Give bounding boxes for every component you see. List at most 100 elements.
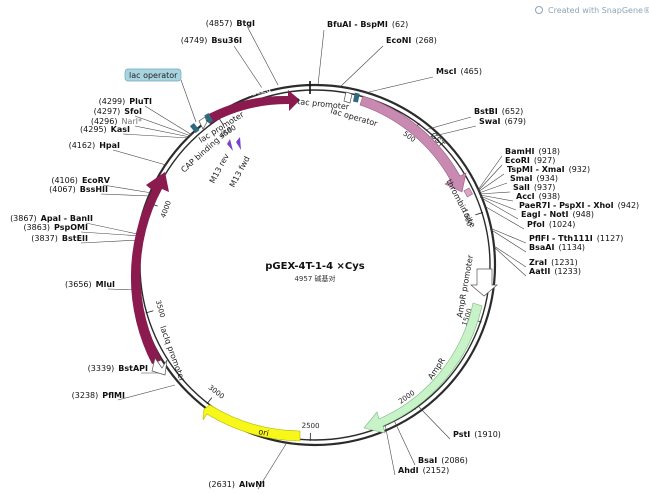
site-label[interactable]: (4067) BssHII (49, 185, 108, 194)
site-position: (932) (569, 165, 591, 174)
tick-mark (475, 212, 484, 216)
site-label[interactable]: (3837) BstEII (31, 234, 88, 243)
site-label[interactable]: SwaI (679) (479, 117, 526, 126)
site-label[interactable]: EcoNI (268) (386, 36, 437, 45)
site-label[interactable]: AatII (1233) (529, 267, 581, 276)
site-label[interactable]: (3863) PspOMI (23, 223, 88, 232)
site-label[interactable]: BsaAI (1134) (529, 243, 585, 252)
site-leader-line (317, 29, 325, 86)
site-label[interactable]: BsaI (2086) (418, 456, 468, 465)
site-label[interactable]: EagI - NotI (948) (521, 210, 594, 219)
site-position: (4857) (206, 19, 233, 28)
site-label[interactable]: (4106) EcoRV (51, 176, 110, 185)
feature-ori[interactable]: ori (202, 404, 301, 442)
site-label[interactable]: SalI (937) (513, 183, 555, 192)
plasmid-name: pGEX-4T-1-4 ×Cys (265, 261, 364, 272)
site-name: TspMI - XmaI (507, 165, 565, 174)
site-label[interactable]: (3238) PflMI (72, 391, 125, 400)
site-name: BsaI (418, 456, 437, 465)
site-name: AlwNI (239, 480, 265, 489)
site-label[interactable]: BamHI (918) (505, 147, 560, 156)
site-position: (3339) (88, 364, 115, 373)
site-label[interactable]: BfuAI - BspMI (62) (327, 20, 408, 29)
site-name: PluTI (129, 97, 152, 106)
site-position: (3238) (72, 391, 99, 400)
site-name: AatII (529, 267, 550, 276)
site-label[interactable]: EcoRI (927) (505, 156, 555, 165)
site-name: PspOMI (54, 223, 88, 232)
site-label[interactable]: AccI (938) (516, 192, 560, 201)
site-position: (4067) (49, 185, 76, 194)
site-position: (465) (460, 67, 482, 76)
site-position: (62) (392, 20, 408, 29)
site-leader-line (477, 164, 503, 192)
site-name: SfoI (124, 107, 142, 116)
site-leader-line (144, 105, 193, 136)
site-leader-line (122, 133, 190, 139)
site-position: (942) (618, 201, 640, 210)
site-name: BstEII (62, 234, 88, 243)
site-position: (2086) (441, 456, 468, 465)
site-name: EcoRV (82, 176, 111, 185)
site-label[interactable]: (2631) AlwNI (208, 480, 265, 489)
site-leader-line (479, 194, 514, 202)
site-name: PstI (453, 430, 470, 439)
site-leader-line (478, 182, 508, 194)
site-name: KasI (111, 125, 130, 134)
site-name: BamHI (505, 147, 535, 156)
site-position: (268) (415, 36, 437, 45)
site-leader-line (493, 246, 527, 277)
site-label[interactable]: (4299) PluTI (99, 97, 152, 106)
site-label[interactable]: (4295) KasI (80, 125, 130, 134)
site-label[interactable]: (4297) SfoI (94, 107, 142, 116)
site-label[interactable]: BstBI (652) (474, 107, 523, 116)
site-name: AccI (516, 192, 535, 201)
feature-gst[interactable]: GST (359, 95, 467, 193)
site-label[interactable]: PaeR7I - PspXI - XhoI (942) (519, 201, 639, 210)
feature-lacZa[interactable]: lacZα (205, 85, 300, 124)
site-position: (4106) (51, 176, 78, 185)
site-position: (3837) (31, 234, 58, 243)
site-leader-line (424, 116, 472, 131)
site-position: (652) (502, 107, 524, 116)
site-label[interactable]: SmaI (934) (510, 174, 558, 183)
site-name: Bsu36I (211, 36, 242, 45)
site-position: (937) (534, 183, 556, 192)
site-leader-line (257, 443, 287, 490)
site-leader-line (478, 191, 511, 195)
site-label[interactable]: (3339) BstAPI (88, 364, 148, 373)
site-leader-line (80, 231, 142, 237)
site-label[interactable]: (4162) HpaI (69, 141, 120, 150)
site-label[interactable]: TspMI - XmaI (932) (507, 165, 590, 174)
site-leader-line (493, 245, 527, 268)
feature-laci[interactable]: lacI (130, 172, 169, 364)
site-label[interactable]: (3656) MluI (65, 280, 115, 289)
site-name: BsaAI (529, 243, 554, 252)
site-leader-line (80, 239, 141, 244)
site-label[interactable]: PflFI - Tth111I (1127) (529, 234, 623, 243)
site-name: HpaI (99, 141, 120, 150)
site-position: (1024) (549, 220, 576, 229)
m13-fwd-label: M13 fwd (228, 155, 252, 189)
site-position: (1231) (551, 258, 578, 267)
site-label[interactable]: PstI (1910) (453, 430, 501, 439)
site-leader-line (102, 184, 153, 194)
site-label[interactable]: (4749) Bsu36I (181, 36, 242, 45)
site-leader-line (117, 384, 176, 401)
site-leader-line (339, 45, 384, 88)
snapgene-watermark: Created with SnapGene® (535, 6, 649, 15)
lac-operator-callout[interactable]: lac operator (124, 68, 197, 123)
site-label[interactable]: (4857) BtgI (206, 19, 255, 28)
site-label[interactable]: (4296) NarI* (91, 117, 142, 126)
tick-mark (206, 397, 213, 405)
site-label[interactable]: MscI (465) (436, 67, 482, 76)
site-label[interactable]: AhdI (2152) (398, 466, 449, 475)
site-leader-line (112, 149, 167, 166)
site-label[interactable]: (3867) ApaI - BanII (10, 214, 93, 223)
site-name: BtgI (236, 19, 255, 28)
site-name: PfoI (527, 220, 545, 229)
site-label[interactable]: PfoI (1024) (527, 220, 575, 229)
restriction-site-labels: (4857) BtgI (4749) Bsu36I BfuAI - BspMI (6… (10, 19, 639, 489)
site-label[interactable]: ZraI (1231) (529, 258, 578, 267)
